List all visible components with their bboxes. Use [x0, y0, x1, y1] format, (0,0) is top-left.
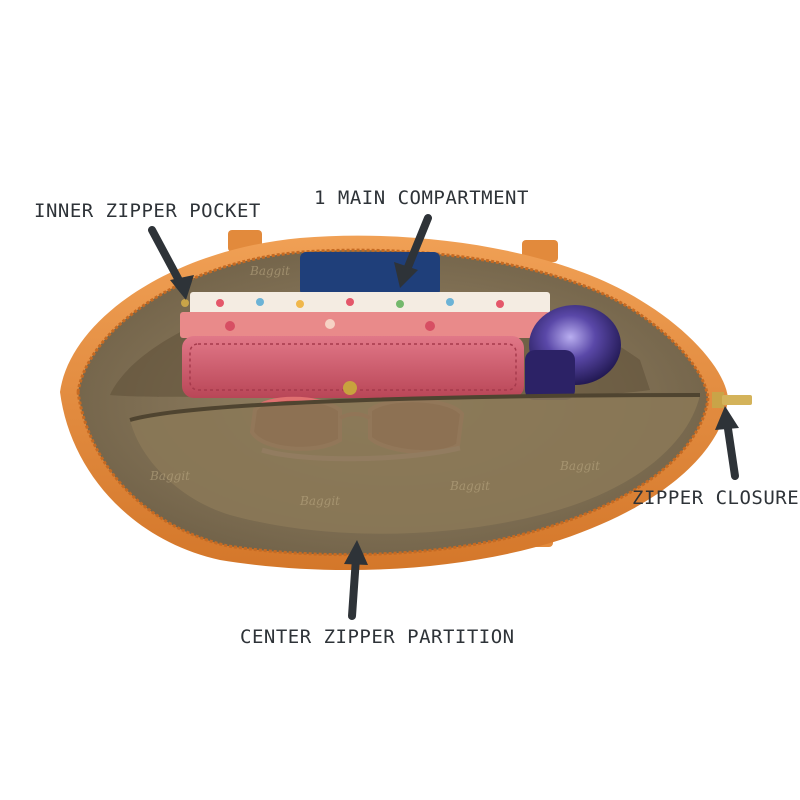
callout-center-zipper-partition: CENTER ZIPPER PARTITION — [240, 626, 515, 648]
blue-tablet — [300, 252, 440, 296]
arrow-center-zipper-partition — [344, 540, 368, 620]
floral-notebook — [180, 292, 550, 338]
arrow-inner-zipper-pocket — [148, 226, 194, 300]
svg-text:Baggit: Baggit — [449, 479, 490, 493]
water-bottle — [525, 305, 621, 400]
arrow-zipper-closure — [715, 406, 739, 480]
svg-text:Baggit: Baggit — [559, 459, 600, 473]
svg-text:Baggit: Baggit — [149, 469, 190, 483]
arrow-main-compartment — [394, 214, 432, 288]
center-partition — [130, 395, 700, 534]
callout-zipper-closure: ZIPPER CLOSURE — [632, 487, 800, 509]
pink-wallet — [182, 336, 524, 398]
svg-text:Baggit: Baggit — [249, 264, 290, 278]
svg-text:Baggit: Baggit — [299, 494, 340, 508]
zipper-pull — [712, 392, 752, 408]
callout-inner-zipper-pocket: INNER ZIPPER POCKET — [34, 200, 261, 222]
callout-main-compartment: 1 MAIN COMPARTMENT — [314, 187, 529, 209]
